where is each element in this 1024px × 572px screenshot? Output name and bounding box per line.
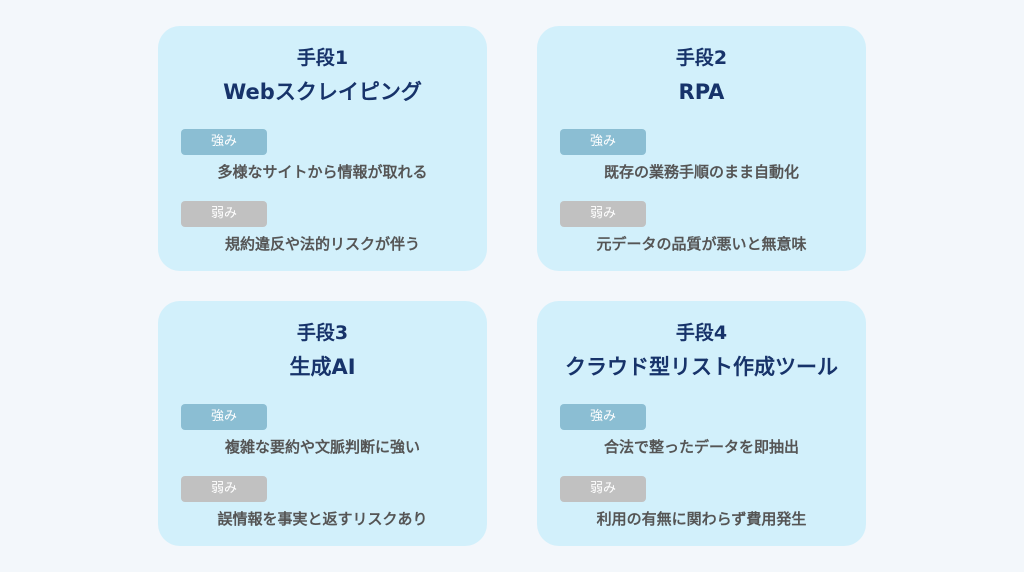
method-card-3: 手段3 生成AI 強み 複雑な要約や文脈判断に強い 弱み 誤情報を事実と返すリス… (158, 301, 487, 546)
weakness-tag: 弱み (560, 476, 646, 502)
weakness-tag: 弱み (181, 201, 267, 227)
strength-tag: 強み (560, 404, 646, 430)
method-card-4: 手段4 クラウド型リスト作成ツール 強み 合法で整ったデータを即抽出 弱み 利用… (537, 301, 866, 546)
method-title: クラウド型リスト作成ツール (565, 355, 838, 379)
strength-tag: 強み (560, 129, 646, 155)
method-label: 手段1 (296, 47, 349, 69)
method-label: 手段3 (296, 322, 349, 344)
weakness-text: 規約違反や法的リスクが伴う (224, 235, 420, 253)
strength-tag: 強み (181, 129, 267, 155)
method-label: 手段4 (675, 322, 728, 344)
strength-text: 多様なサイトから情報が取れる (217, 163, 428, 181)
weakness-text: 利用の有無に関わらず費用発生 (596, 510, 807, 528)
method-title: RPA (678, 80, 725, 104)
strength-text: 既存の業務手順のまま自動化 (603, 163, 799, 181)
weakness-text: 元データの品質が悪いと無意味 (596, 235, 807, 253)
method-card-2: 手段2 RPA 強み 既存の業務手順のまま自動化 弱み 元データの品質が悪いと無… (537, 26, 866, 271)
strength-tag: 強み (181, 404, 267, 430)
method-title: Webスクレイピング (223, 80, 422, 104)
strength-text: 合法で整ったデータを即抽出 (603, 438, 799, 456)
method-label: 手段2 (675, 47, 728, 69)
strength-text: 複雑な要約や文脈判断に強い (224, 438, 420, 456)
method-title: 生成AI (289, 355, 356, 379)
weakness-tag: 弱み (181, 476, 267, 502)
weakness-tag: 弱み (560, 201, 646, 227)
weakness-text: 誤情報を事実と返すリスクあり (217, 510, 428, 528)
method-card-1: 手段1 Webスクレイピング 強み 多様なサイトから情報が取れる 弱み 規約違反… (158, 26, 487, 271)
